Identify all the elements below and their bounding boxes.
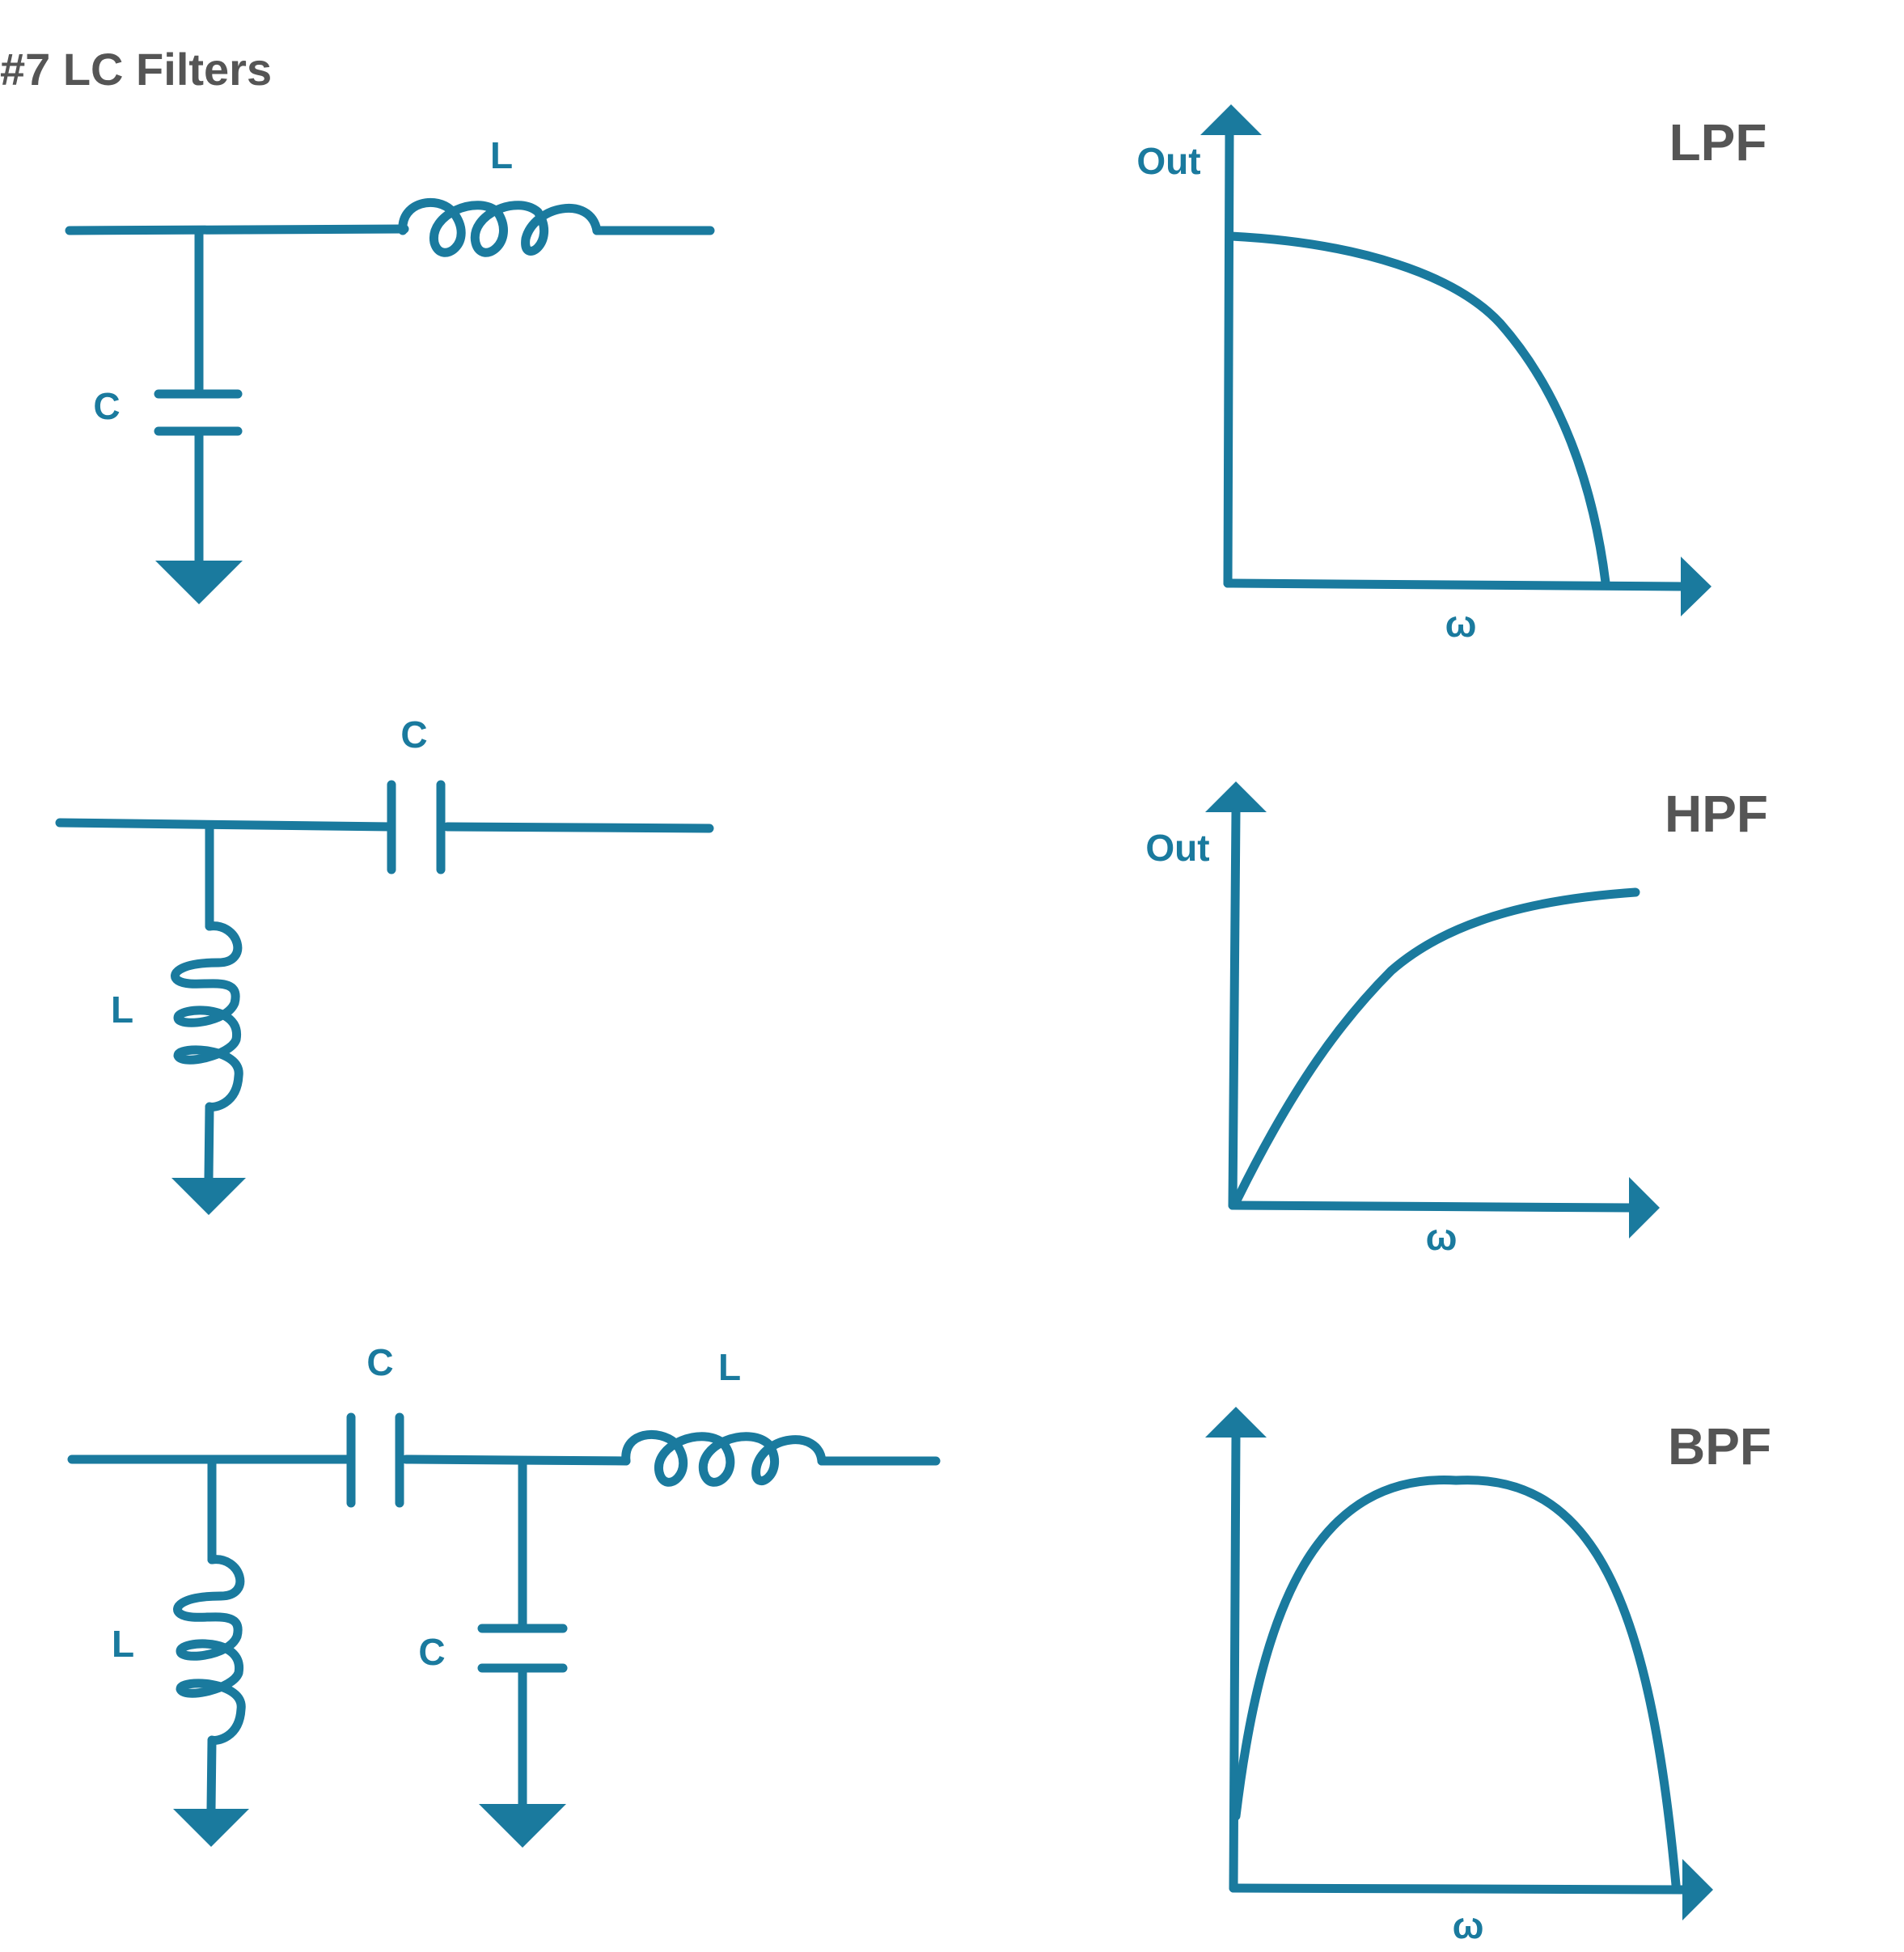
lpf-shunt-label: C [93,385,120,427]
bpf-series-inductor [621,1429,827,1487]
lpf-ground-arrow [155,561,243,604]
lpf-title: LPF [1669,113,1767,171]
hpf-y-axis [1228,807,1241,1210]
hpf-ground-arrow [171,1178,246,1215]
hpf-response-curve [1233,887,1640,1204]
lpf-x-axis-arrow [1681,557,1711,616]
bpf-shunt-1-wire-bottom [206,1737,217,1814]
bpf-shunt-1-label: L [112,1623,134,1665]
hpf-shunt-label: L [111,989,133,1031]
hpf-y-label: Out [1145,827,1209,869]
hpf-title: HPF [1665,785,1768,843]
bpf-x-axis-arrow [1682,1859,1713,1920]
bpf-shunt-1-inductor [173,1555,246,1745]
hpf-x-label: ω [1426,1216,1458,1258]
lpf-y-label: Out [1136,140,1200,182]
hpf-circuit: C L [55,713,714,1215]
lpf-response-curve [1226,231,1610,587]
bpf-series-1-label: C [366,1341,393,1383]
lpf-x-axis [1223,578,1687,591]
lpf-series-inductor [398,197,602,257]
hpf-shunt-inductor [171,921,243,1111]
lpf-graph: Out ω LPF [1136,104,1766,645]
lpf-x-label: ω [1445,603,1477,645]
bpf-series-2-label: L [718,1346,741,1388]
lpf-series-label: L [490,134,513,176]
hpf-input-wire [55,818,396,832]
page-title: #7 LC Filters [0,44,272,95]
hpf-y-axis-arrow [1205,781,1267,812]
bpf-title: BPF [1668,1417,1771,1476]
bpf-graph: ω BPF [1205,1407,1771,1946]
bpf-x-axis [1229,1883,1689,1895]
bpf-circuit: C L L C [67,1341,941,1848]
bpf-shunt-2-label: C [418,1631,445,1673]
lpf-y-axis-arrow [1200,104,1262,135]
hpf-series-label: C [400,713,427,756]
lpf-input-wire [65,224,409,235]
bpf-x-label: ω [1453,1904,1484,1946]
hpf-x-axis [1228,1200,1635,1213]
lpf-circuit: L C [65,134,715,604]
bpf-y-axis-arrow [1205,1407,1267,1438]
bpf-mid-wire [401,1454,631,1466]
hpf-x-axis-arrow [1629,1177,1660,1239]
bpf-ground-arrow-2 [479,1804,566,1848]
hpf-output-wire [442,822,714,833]
hpf-graph: Out ω HPF [1145,781,1768,1258]
bpf-response-curve [1231,1476,1681,1890]
bpf-ground-arrow-1 [173,1809,249,1847]
lpf-y-axis [1223,130,1234,588]
